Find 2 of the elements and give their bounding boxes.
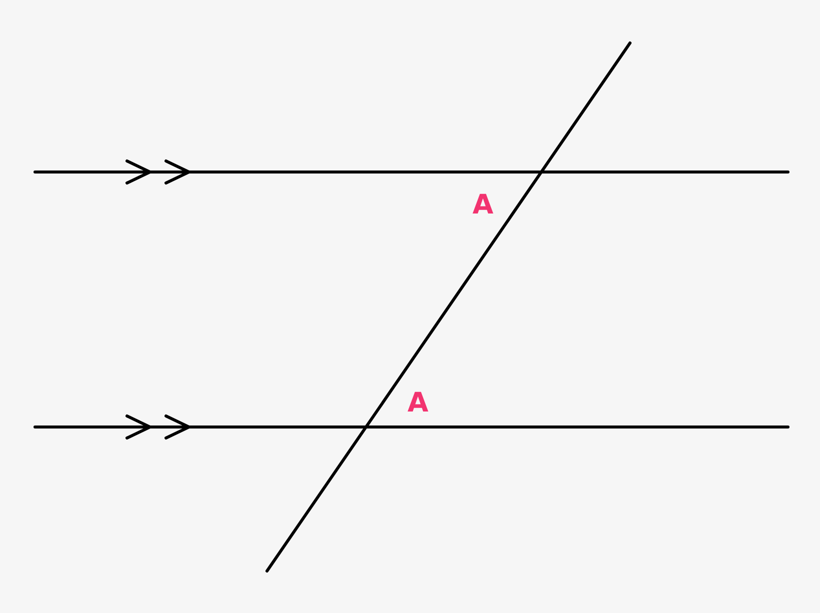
angle-label: A (472, 192, 494, 218)
angle-label: A (408, 390, 428, 416)
